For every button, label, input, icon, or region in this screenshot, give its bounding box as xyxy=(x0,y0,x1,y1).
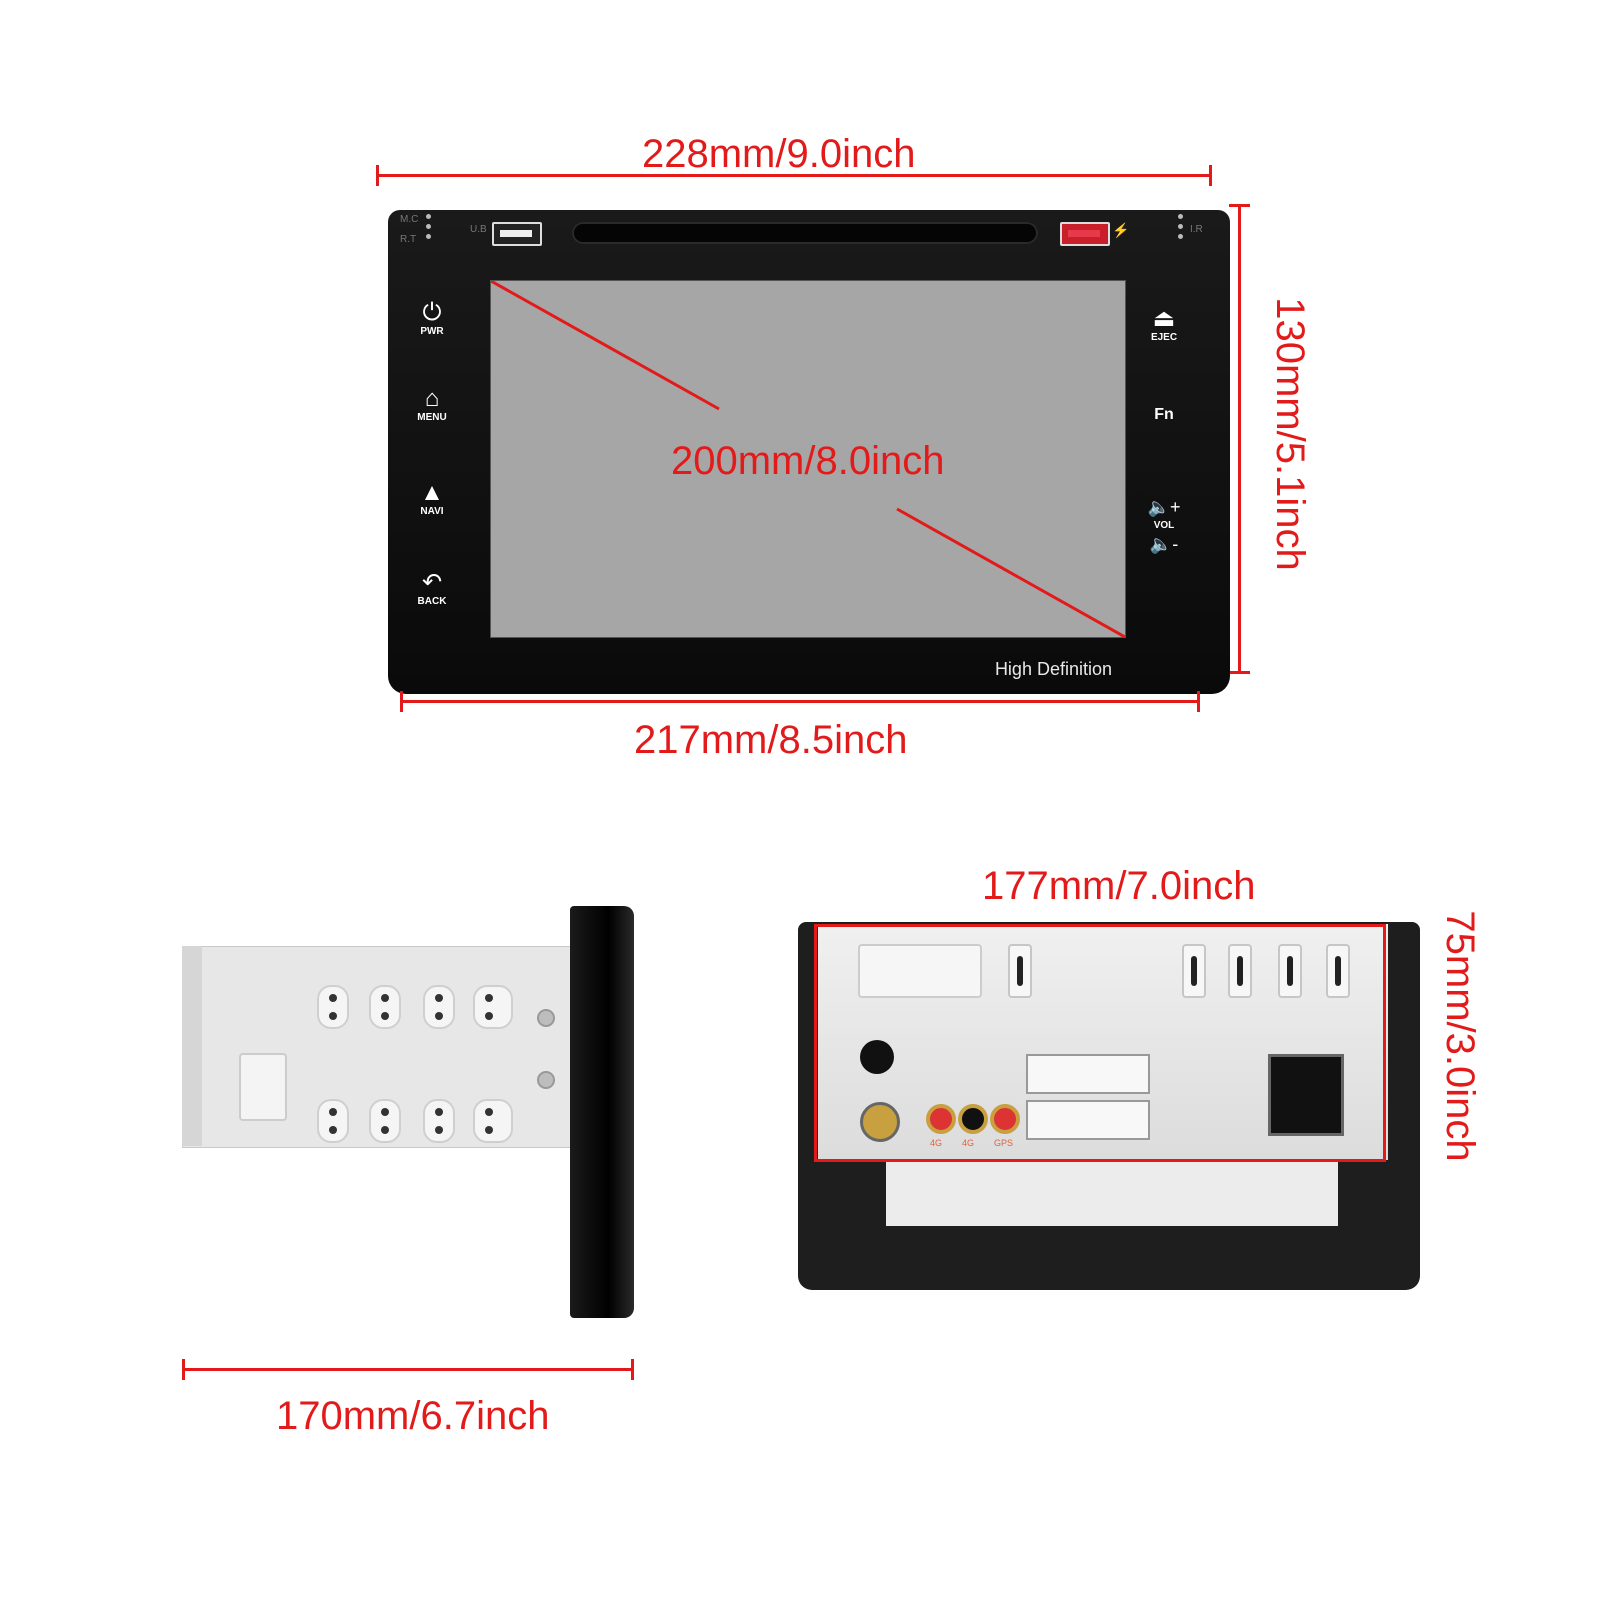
antenna-4g-port[interactable] xyxy=(926,1104,956,1134)
mic-dots xyxy=(426,214,431,244)
disc-slot[interactable] xyxy=(572,222,1038,244)
sd-slot xyxy=(858,944,982,998)
mount-hole xyxy=(317,1099,349,1143)
rt-label: R.T xyxy=(400,234,417,245)
vent-slot xyxy=(1326,944,1350,998)
radio-antenna-port[interactable] xyxy=(860,1040,894,1074)
screen-caption: High Definition xyxy=(994,659,1112,679)
antenna-4g-port[interactable] xyxy=(958,1104,988,1134)
mount-hole xyxy=(473,985,513,1029)
rear-lower-plate xyxy=(886,1162,1338,1226)
screw xyxy=(537,1071,555,1089)
volume-control[interactable]: 🔈+ VOL 🔈- xyxy=(1134,494,1194,557)
dim-front-width-label: 228mm/9.0inch xyxy=(642,132,916,176)
navi-label: NAVI xyxy=(420,506,444,517)
lightning-icon: ⚡ xyxy=(1112,222,1130,238)
mount-hole xyxy=(423,985,455,1029)
vol-label: VOL xyxy=(1153,520,1175,531)
dim-depth-label: 170mm/6.7inch xyxy=(276,1394,550,1438)
mount-hole xyxy=(473,1099,513,1143)
vent-slot xyxy=(1182,944,1206,998)
dim-front-height-line xyxy=(1229,204,1250,674)
ir-label: I.R xyxy=(1190,224,1203,235)
vent-slot xyxy=(1008,944,1032,998)
vent-slot xyxy=(1278,944,1302,998)
dim-screen-diagonal-label: 200mm/8.0inch xyxy=(671,439,945,483)
mc-label: M.C xyxy=(400,214,419,225)
dim-depth-line xyxy=(182,1359,634,1380)
back-label: BACK xyxy=(417,596,447,607)
dim-front-base-label: 217mm/8.5inch xyxy=(634,718,908,762)
eject-label: EJEC xyxy=(1150,332,1178,343)
antenna-4g-label: 4G xyxy=(962,1138,975,1148)
antenna-4g-label: 4G xyxy=(930,1138,943,1148)
ir-dots xyxy=(1178,214,1183,244)
power-icon: ⏻ xyxy=(422,299,442,326)
home-icon: ⌂ xyxy=(424,385,440,412)
pwr-label: PWR xyxy=(420,326,444,337)
iso-power-connector[interactable] xyxy=(1268,1054,1344,1136)
pwr-button[interactable]: ⏻ PWR xyxy=(402,299,462,338)
volume-down-icon: 🔈- xyxy=(1149,534,1179,554)
dim-front-base-line xyxy=(400,691,1200,712)
dim-chassis-height-label: 75mm/3.0inch xyxy=(1438,910,1482,1162)
aux-connector[interactable] xyxy=(1026,1054,1150,1094)
menu-button[interactable]: ⌂ MENU xyxy=(402,385,462,424)
back-arrow-icon: ↶ xyxy=(421,569,443,596)
mount-hole xyxy=(369,1099,401,1143)
volume-up-icon: 🔈+ xyxy=(1147,497,1181,517)
side-chassis xyxy=(182,946,574,1148)
mount-hole xyxy=(369,985,401,1029)
eject-button[interactable]: ⏏ EJEC xyxy=(1134,305,1194,344)
side-rail xyxy=(182,946,202,1146)
camera-port[interactable] xyxy=(860,1102,900,1142)
can-connector[interactable] xyxy=(1026,1100,1150,1140)
rear-plate: 4G 4G GPS xyxy=(818,924,1388,1160)
display-screen: 200mm/8.0inch xyxy=(490,280,1126,638)
gps-antenna-port[interactable] xyxy=(990,1104,1020,1134)
mount-hole xyxy=(317,985,349,1029)
navigation-arrow-icon: ▲ xyxy=(420,479,444,506)
chassis-outline xyxy=(814,924,1386,1162)
top-bar: M.C R.T U.B ⚡ I.R xyxy=(398,214,1220,254)
screw xyxy=(537,1009,555,1027)
back-button[interactable]: ↶ BACK xyxy=(402,569,462,608)
side-front-bezel xyxy=(570,906,634,1318)
dim-front-height-label: 130mm/5.1inch xyxy=(1268,297,1312,571)
vent-grille xyxy=(239,1053,287,1121)
fast-charge-usb-port-icon[interactable] xyxy=(1060,222,1110,246)
gps-label: GPS xyxy=(994,1138,1014,1148)
fn-label: Fn xyxy=(1154,406,1174,423)
usb-port-icon[interactable] xyxy=(492,222,542,246)
vent-slot xyxy=(1228,944,1252,998)
mount-hole xyxy=(423,1099,455,1143)
diagonal-line xyxy=(491,281,1125,637)
dim-front-width-line xyxy=(376,165,1212,186)
navi-button[interactable]: ▲ NAVI xyxy=(402,479,462,518)
fn-button[interactable]: Fn xyxy=(1134,406,1194,424)
usb-label: U.B xyxy=(470,224,487,235)
eject-icon: ⏏ xyxy=(1152,305,1176,332)
head-unit-front: M.C R.T U.B ⚡ I.R ⏻ PWR ⌂ MENU ▲ NAVI ↶ … xyxy=(388,210,1230,694)
dim-chassis-width-label: 177mm/7.0inch xyxy=(982,864,1256,908)
menu-label: MENU xyxy=(417,412,447,423)
